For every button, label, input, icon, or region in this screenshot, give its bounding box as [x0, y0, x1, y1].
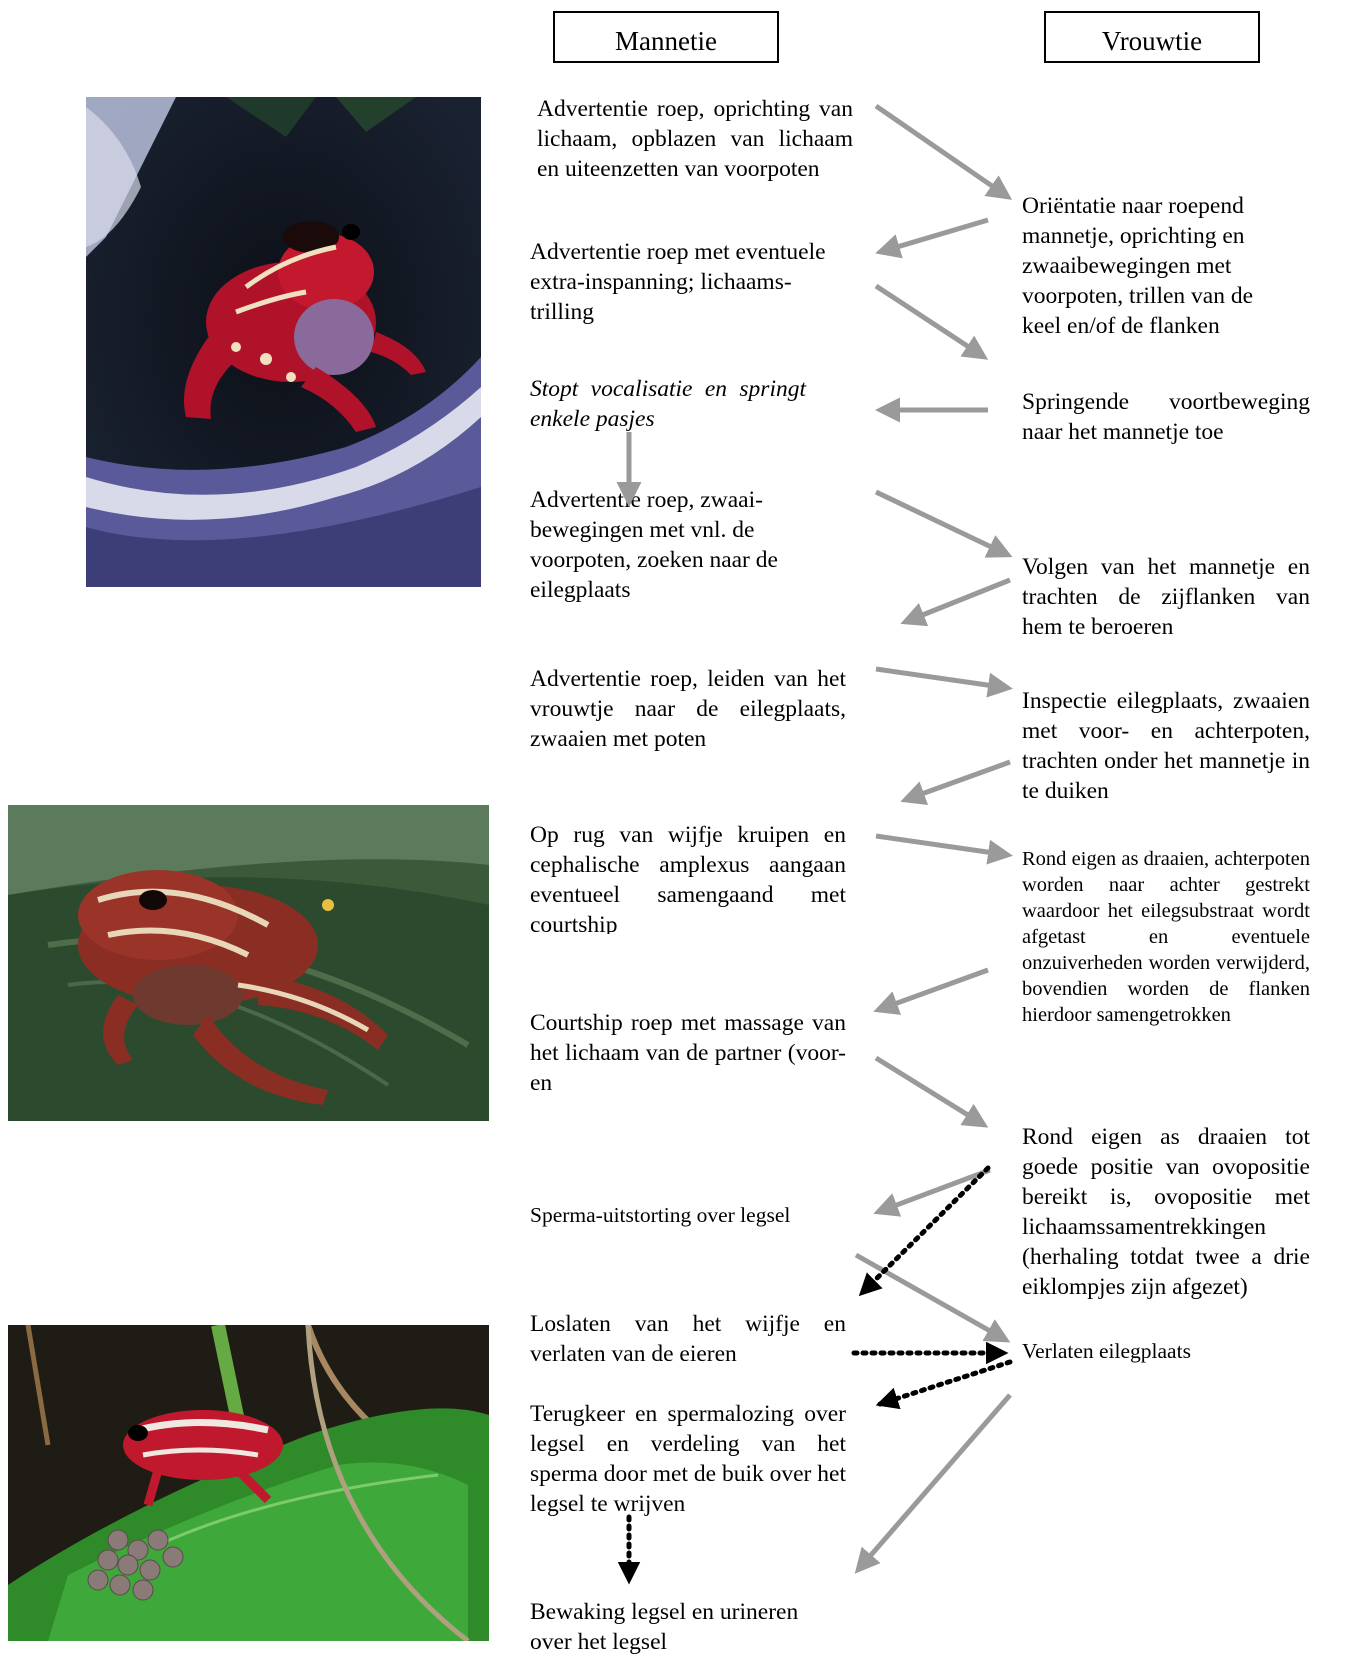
dotted-arrow-f7-to-m10 [880, 1362, 1010, 1404]
arrow-m8-to-f7 [856, 1255, 1006, 1340]
dotted-arrow-f6-to-m9 [862, 1168, 988, 1293]
male-step-1: Advertentie roep, oprichting van lichaam… [537, 94, 853, 184]
arrow-m6-to-f5 [876, 836, 1008, 855]
female-step-7: Verlaten eilegplaats [1022, 1336, 1302, 1366]
female-step-6: Rond eigen as draaien tot goede positie … [1022, 1122, 1310, 1302]
frog-with-eggs-photo [8, 1325, 489, 1641]
female-column-header: Vrouwtie [1044, 11, 1260, 63]
amplexus-frogs-photo [8, 805, 489, 1121]
female-step-2: Springende voortbeweging naar het mannet… [1022, 387, 1310, 447]
arrow-m2-to-f1b [876, 286, 984, 357]
male-step-7: Courtship roep met massage van het licha… [530, 1008, 846, 1100]
arrow-m4-to-f3 [876, 492, 1008, 555]
arrow-m1-to-f1 [876, 106, 1008, 197]
female-step-4: Inspectie eilegplaats, zwaaien met voor-… [1022, 686, 1310, 806]
arrow-f5-to-m7 [878, 970, 988, 1010]
female-step-3: Volgen van het mannetje en trachten de z… [1022, 552, 1310, 642]
arrow-f1-to-m2 [880, 220, 988, 252]
calling-frog-photo [86, 97, 481, 587]
arrow-f7-to-m11 [858, 1395, 1010, 1570]
male-step-4: Advertentie roep, zwaai-bewegingen met v… [530, 485, 830, 605]
arrow-f4-to-m6 [905, 762, 1010, 800]
arrow-f3-to-m5 [905, 580, 1010, 622]
arrow-m7-to-f6 [876, 1058, 984, 1125]
male-step-5: Advertentie roep, leiden van het vrouwtj… [530, 664, 846, 776]
female-step-1: Oriëntatie naar roepend mannetje, oprich… [1022, 191, 1284, 341]
male-step-3: Stopt vocalisatie en springt enkele pasj… [530, 374, 806, 434]
arrow-f6-to-m8 [878, 1170, 990, 1212]
male-step-11: Bewaking legsel en urineren over het leg… [530, 1597, 840, 1657]
male-step-6: Op rug van wijfje kruipen en cephalische… [530, 820, 846, 934]
male-step-2: Advertentie roep met eventuele extra-ins… [530, 237, 840, 327]
male-column-header: Mannetie [553, 11, 779, 63]
male-step-9: Loslaten van het wijfje en verlaten van … [530, 1309, 846, 1369]
male-step-10: Terugkeer en spermalozing over legsel en… [530, 1399, 846, 1519]
female-step-5: Rond eigen as draaien, achterpoten worde… [1022, 846, 1310, 1028]
male-step-8: Sperma-uitstorting over legsel [530, 1200, 850, 1230]
arrow-m5-to-f4 [876, 669, 1008, 688]
